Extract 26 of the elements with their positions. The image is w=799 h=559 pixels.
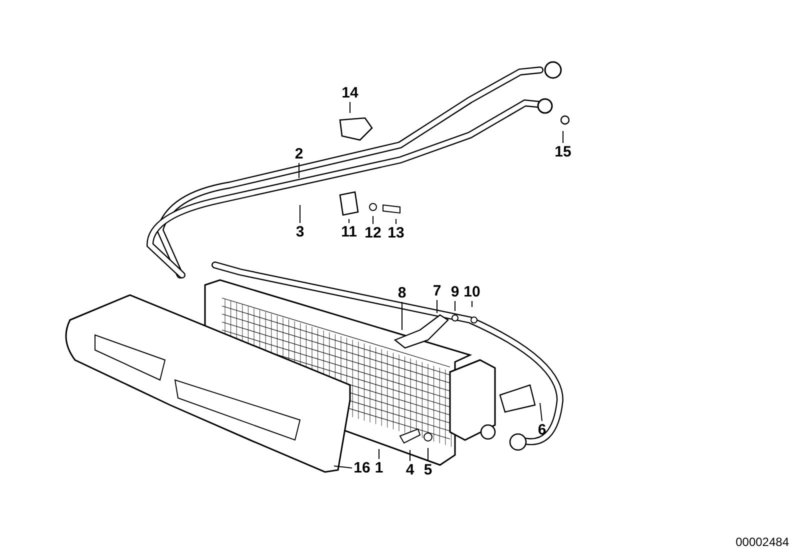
leader-line xyxy=(454,300,456,312)
leader-line xyxy=(436,300,438,314)
drawing-number: 00002484 xyxy=(736,534,789,551)
callout-number: 6 xyxy=(538,422,546,438)
leader-line xyxy=(540,402,542,422)
callout-number: 11 xyxy=(341,224,357,240)
leader-line xyxy=(348,218,350,224)
callout-number: 14 xyxy=(342,86,358,100)
callout-number: 2 xyxy=(294,146,304,162)
callout-number: 4 xyxy=(406,462,414,478)
callout-number: 9 xyxy=(450,284,460,300)
callout-number: 12 xyxy=(364,226,382,240)
leader-line xyxy=(378,448,380,460)
callout-number: 1 xyxy=(374,460,384,476)
callout-number: 10 xyxy=(464,284,480,300)
callout-number: 7 xyxy=(432,284,442,298)
callout-number: 5 xyxy=(424,462,432,478)
leader-line xyxy=(298,162,300,178)
callout-number: 3 xyxy=(296,224,304,240)
callout-number: 15 xyxy=(554,144,572,160)
callout-number: 16 xyxy=(354,460,370,476)
callout-number: 8 xyxy=(398,286,406,300)
leader-line xyxy=(562,130,564,144)
leader-line xyxy=(372,216,374,224)
callout-number: 13 xyxy=(388,226,404,240)
leader-line xyxy=(334,466,352,468)
